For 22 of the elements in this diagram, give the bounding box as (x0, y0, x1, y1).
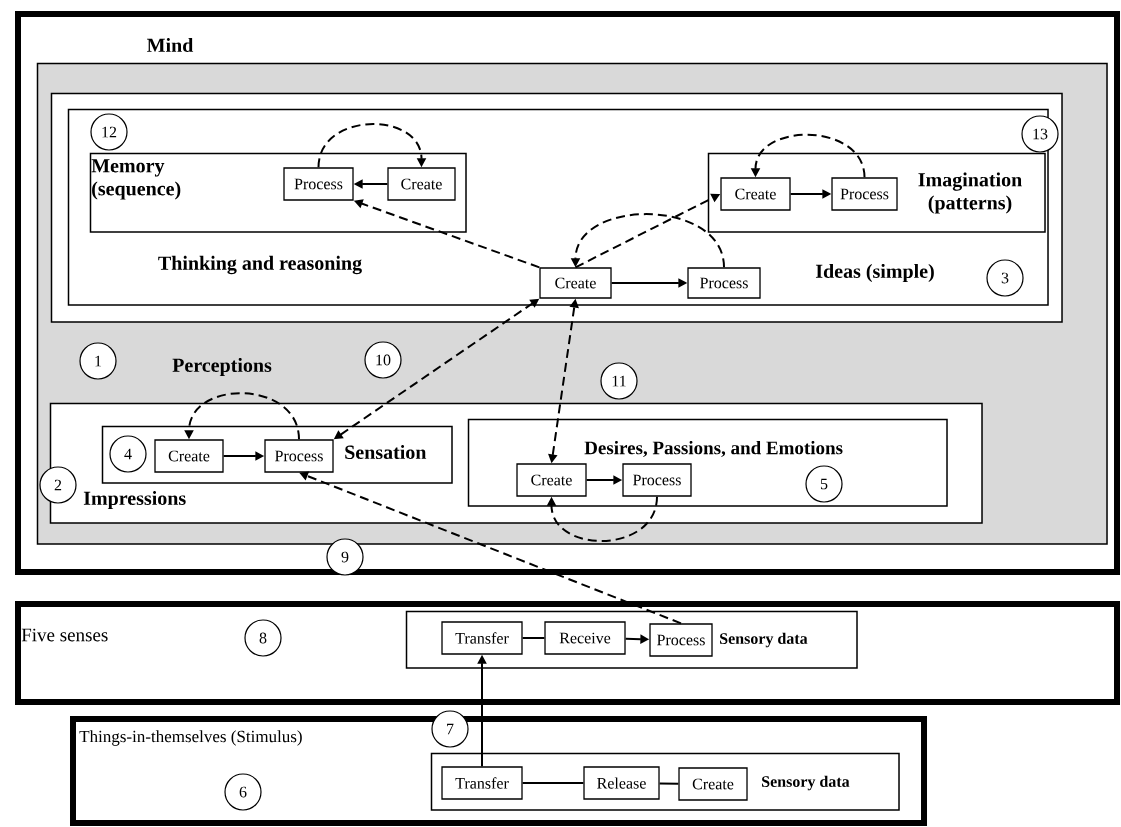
dashed-arrow (546, 495, 658, 542)
step-box: Process (283, 167, 354, 201)
step-box: Create (154, 439, 224, 473)
connector-line (658, 782, 680, 785)
step-box: Process (649, 623, 713, 657)
step-box: Process (622, 463, 692, 497)
step-box: Create (678, 767, 748, 801)
step-box: Process (264, 439, 334, 473)
step-box: Transfer (441, 621, 523, 655)
step-box: Receive (544, 621, 626, 655)
step-box: Release (583, 766, 660, 800)
step-box: Create (539, 267, 612, 299)
step-box: Create (720, 177, 791, 211)
step-box: Process (831, 177, 898, 211)
dashed-arrow (184, 392, 300, 441)
step-box: Process (687, 267, 761, 299)
connector-line (521, 637, 546, 639)
step-box: Create (387, 167, 456, 201)
connector-line (521, 782, 585, 784)
step-box: Transfer (441, 766, 523, 800)
step-box: Create (516, 463, 587, 497)
dashed-arrow (317, 123, 427, 169)
